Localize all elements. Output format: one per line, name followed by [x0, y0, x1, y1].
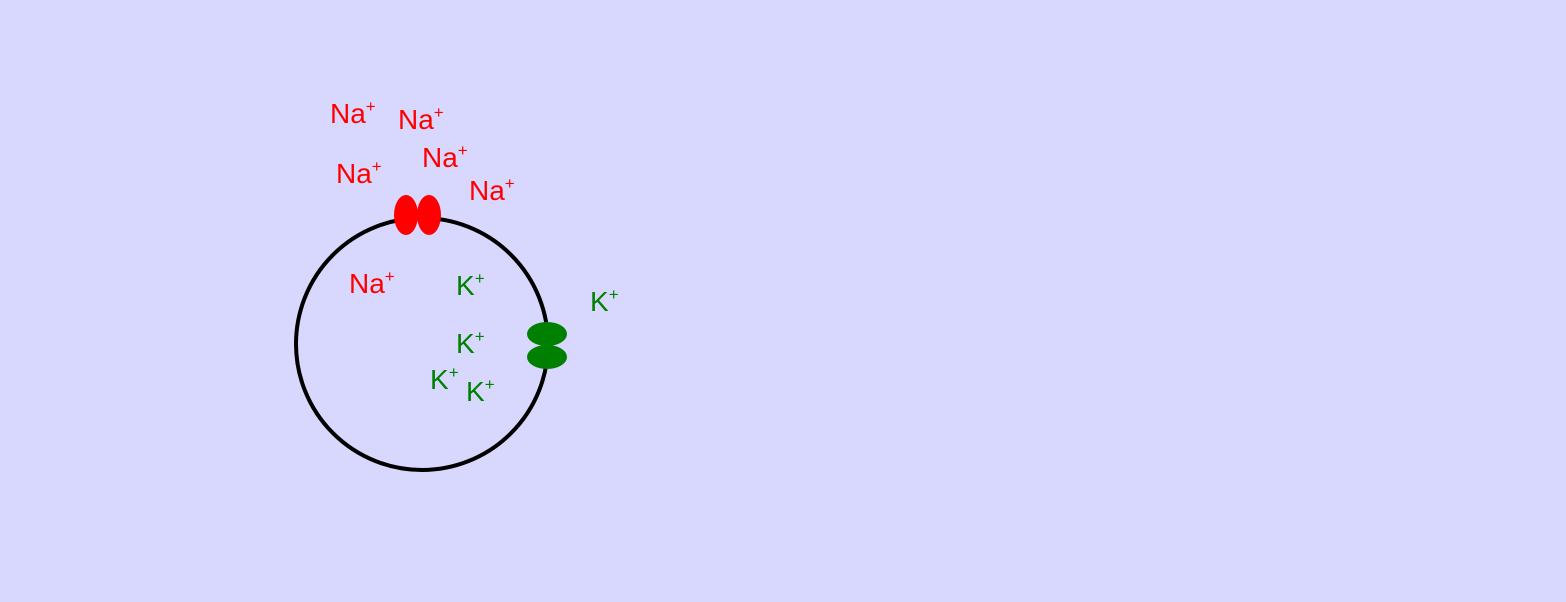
- potassium-ion-label: K+: [466, 375, 495, 407]
- ion-symbol: K: [430, 364, 449, 395]
- sodium-channel: [394, 195, 441, 235]
- ion-charge: +: [433, 103, 444, 122]
- ion-charge: +: [504, 174, 515, 193]
- potassium-ion-label: K+: [430, 363, 459, 395]
- ion-charge: +: [474, 327, 485, 346]
- ion-charge: +: [448, 363, 459, 382]
- ion-charge: +: [457, 141, 468, 160]
- ion-symbol: K: [456, 328, 475, 359]
- potassium-ion-label: K+: [456, 269, 485, 301]
- sodium-ion-label: Na+: [336, 157, 382, 189]
- ion-symbol: Na: [422, 142, 458, 173]
- sodium-ion-label: Na+: [330, 97, 376, 129]
- sodium-ion-label: Na+: [398, 103, 444, 135]
- potassium-ion-label: K+: [590, 285, 619, 317]
- potassium-channel-bottom-subunit: [527, 345, 567, 369]
- ion-symbol: Na: [469, 175, 505, 206]
- potassium-channel-top-subunit: [527, 322, 567, 346]
- sodium-channel-left-subunit: [394, 195, 418, 235]
- ion-symbol: Na: [330, 98, 366, 129]
- sodium-ion-label: Na+: [349, 267, 395, 299]
- ion-symbol: K: [466, 376, 485, 407]
- ion-symbol: Na: [398, 104, 434, 135]
- sodium-channel-right-subunit: [417, 195, 441, 235]
- ion-charge: +: [384, 267, 395, 286]
- potassium-channel: [527, 322, 567, 369]
- ion-symbol: Na: [336, 158, 372, 189]
- ion-charge: +: [371, 157, 382, 176]
- ion-symbol: K: [590, 286, 609, 317]
- sodium-ion-label: Na+: [469, 174, 515, 206]
- sodium-ion-label: Na+: [422, 141, 468, 173]
- ion-symbol: K: [456, 270, 475, 301]
- ion-charge: +: [484, 375, 495, 394]
- ion-charge: +: [608, 285, 619, 304]
- ion-charge: +: [474, 269, 485, 288]
- potassium-ion-label: K+: [456, 327, 485, 359]
- cell-membrane: [294, 216, 550, 472]
- ion-symbol: Na: [349, 268, 385, 299]
- ion-charge: +: [365, 97, 376, 116]
